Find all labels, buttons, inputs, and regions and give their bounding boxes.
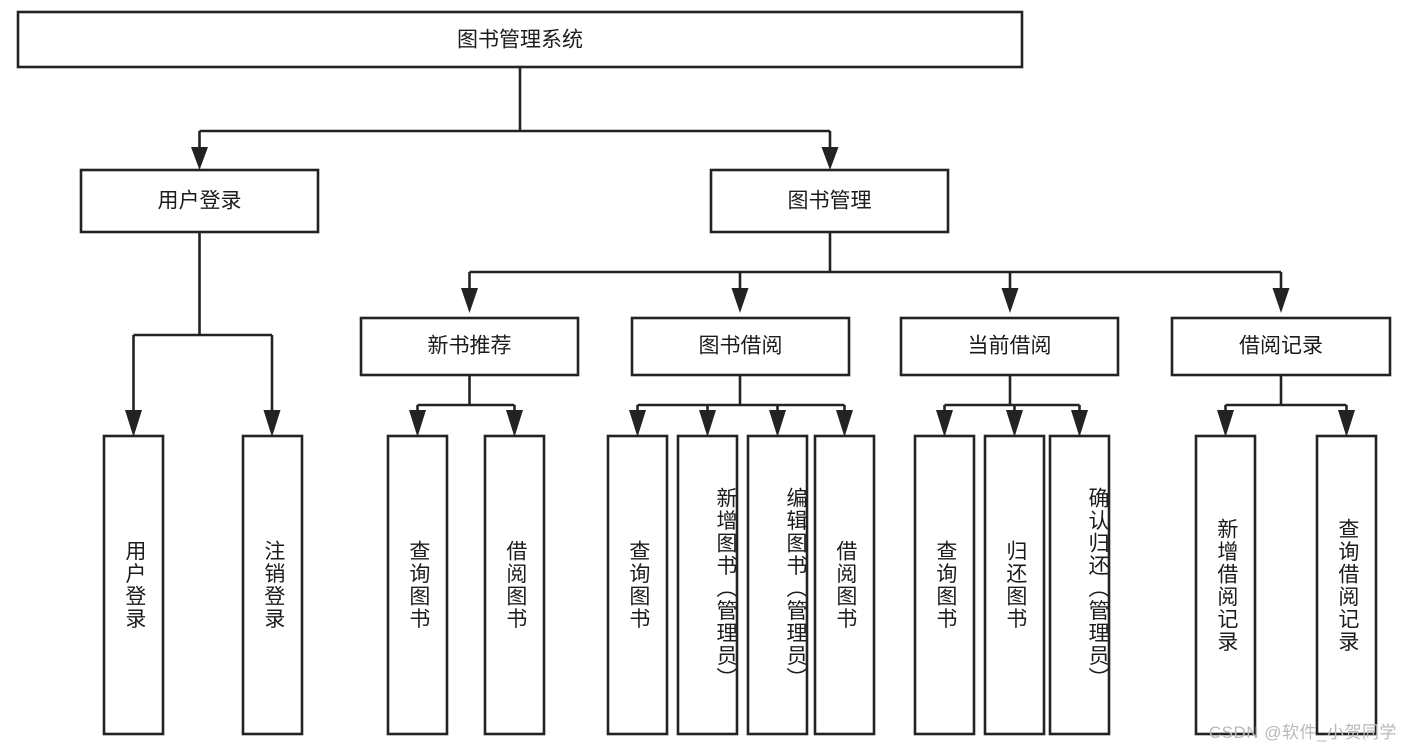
node-book-borrow[interactable]: 图书借阅 [630, 316, 851, 377]
arrow-head-icon [263, 410, 281, 437]
connector-book-borrow-to-leaves [629, 375, 853, 437]
arrow-head-icon [1272, 288, 1290, 313]
node-root-box [16, 10, 1024, 69]
arrow-head-icon [836, 410, 853, 437]
node-current-borrow[interactable]: 当前借阅 [899, 316, 1120, 377]
node-new-book-recommend-box [359, 316, 580, 377]
arrow-head-icon [125, 410, 142, 437]
node-new-book-recommend-label: 新书推荐 [428, 335, 512, 358]
arrow-head-icon [461, 288, 478, 313]
leaf-box-add-book-admin[interactable] [676, 434, 739, 736]
leaf-box-borrow-book-1[interactable] [483, 434, 546, 736]
arrow-head-icon [1001, 288, 1019, 313]
node-user-login[interactable]: 用户登录 [79, 168, 320, 234]
connector-new-book-to-leaves [409, 375, 523, 437]
node-borrow-record[interactable]: 借阅记录 [1170, 316, 1392, 377]
leaf-box-user-login[interactable] [102, 434, 165, 736]
connector-root-to-level2 [191, 67, 839, 170]
connector-book-manage-to-level3 [461, 232, 1290, 313]
node-book-management-box [709, 168, 950, 234]
node-book-borrow-label: 图书借阅 [699, 335, 783, 358]
node-book-management-label: 图书管理 [788, 190, 872, 213]
leaf-box-confirm-return-admin[interactable] [1048, 434, 1111, 736]
node-user-login-label: 用户登录 [158, 190, 242, 213]
node-borrow-record-label: 借阅记录 [1239, 335, 1323, 358]
arrow-head-icon [1338, 410, 1355, 437]
arrow-head-icon [1217, 410, 1234, 437]
leaf-box-add-borrow-record[interactable] [1194, 434, 1257, 736]
node-root-label: 图书管理系统 [457, 29, 583, 52]
arrow-head-icon [821, 147, 839, 170]
arrow-head-icon [629, 410, 646, 437]
arrow-head-icon [191, 147, 208, 170]
watermark-text: CSDN @软件_小贺同学 [1208, 723, 1397, 742]
node-root-book-management-system[interactable]: 图书管理系统 [16, 10, 1024, 69]
leaf-boxes [102, 434, 1378, 736]
node-current-borrow-box [899, 316, 1120, 377]
node-borrow-record-box [1170, 316, 1392, 377]
arrow-head-icon [506, 410, 523, 437]
arrow-head-icon [409, 410, 426, 437]
node-user-login-box [79, 168, 320, 234]
connector-current-borrow-to-leaves [936, 375, 1088, 437]
arrow-head-icon [1071, 410, 1088, 437]
node-new-book-recommend[interactable]: 新书推荐 [359, 316, 580, 377]
arrow-head-icon [1006, 410, 1023, 437]
leaf-box-return-book[interactable] [983, 434, 1046, 736]
leaf-box-borrow-book-2[interactable] [813, 434, 876, 736]
node-current-borrow-label: 当前借阅 [968, 335, 1052, 358]
leaf-box-query-book-2[interactable] [606, 434, 669, 736]
connector-user-login-to-leaves [125, 232, 281, 437]
leaf-box-query-borrow-record[interactable] [1315, 434, 1378, 736]
leaf-box-query-book-3[interactable] [913, 434, 976, 736]
node-book-management[interactable]: 图书管理 [709, 168, 950, 234]
leaf-box-query-book-1[interactable] [386, 434, 449, 736]
connector-borrow-record-to-leaves [1217, 375, 1355, 437]
leaf-box-logout-login[interactable] [241, 434, 304, 736]
arrow-head-icon [699, 410, 716, 437]
arrow-head-icon [731, 288, 749, 313]
arrow-head-icon [936, 410, 953, 437]
node-book-borrow-box [630, 316, 851, 377]
leaf-box-edit-book-admin[interactable] [746, 434, 809, 736]
arrow-head-icon [769, 410, 786, 437]
